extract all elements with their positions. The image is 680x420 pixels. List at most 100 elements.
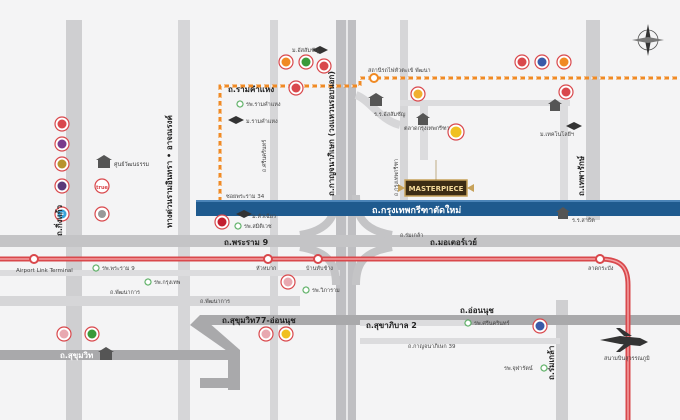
road-soi-mid	[420, 100, 428, 160]
pin-mall-tr-1[interactable]	[514, 54, 530, 70]
building-icon-5	[416, 113, 430, 125]
school-icon-1	[228, 116, 244, 124]
road-krungthep-kreetha-old	[400, 100, 570, 106]
road-label-patthanakan: ถ.พัฒนาการ	[200, 298, 230, 305]
road-kanchanaphisek39	[360, 338, 560, 344]
road-label-expressway: ทางด่วนรามอินทรา • อาจณรงค์	[164, 115, 174, 228]
pin-south-1[interactable]	[280, 274, 296, 290]
univ-ramkhamhaeng-label: ม.รามคำแหง	[246, 118, 278, 125]
pin-mall-tr-3[interactable]	[556, 54, 572, 70]
road-soi-north	[400, 20, 408, 200]
road-kingkaew	[66, 20, 82, 420]
school-icon-4	[236, 210, 252, 218]
road-theparak-north	[586, 20, 600, 220]
hospital-samitivej-label: รพ.สมิติเวช	[244, 223, 272, 230]
pin-south-6[interactable]	[532, 318, 548, 334]
pin-shop-yellow[interactable]	[447, 123, 465, 141]
pin-south-4[interactable]	[56, 326, 72, 342]
pin-brand-left[interactable]	[94, 206, 110, 222]
hospital-icon-vibharam	[302, 286, 310, 294]
pin-rama9-1[interactable]	[214, 214, 230, 230]
hospital-srinakarin-label: รพ.ศรีนครินทร์	[474, 320, 510, 327]
road-label-on-nut: ถ.อ่อนนุช	[460, 306, 494, 316]
road-sukhumvit-south	[200, 378, 240, 388]
krungthep-kreetha-market-label: ตลาดกรุงเทพกรีฑา	[404, 125, 450, 132]
station-lat-krabang[interactable]	[595, 254, 605, 264]
compass-icon	[632, 24, 664, 56]
road-label-sukhumvit: ถ.สุขุมวิท	[60, 351, 93, 361]
univ-hua-chiew-label: ม.หัวเฉียว	[252, 213, 276, 220]
road-label-soi34: ซอยพระราม 34	[226, 193, 265, 200]
culture-center-label: ศูนย์วัฒนธรรม	[114, 161, 150, 168]
station-label-train: สถานีรถไฟหัวตะเข้ พัฒนา	[368, 67, 431, 74]
true-brand-label: true	[96, 185, 108, 191]
pin-f-brand[interactable]	[54, 206, 70, 222]
hospital-icon-samitivej	[234, 222, 242, 230]
road-label-theparak: ถ.เทพารักษ์	[576, 155, 586, 196]
hospital-icon-ramkhamhaeng	[236, 100, 244, 108]
building-icon-2	[548, 99, 562, 111]
road-label-sukhaphiban2: ถ.สุขาภิบาล 2	[366, 321, 417, 331]
hospital-rama9-label: รพ.พระราม 9	[102, 266, 135, 272]
pin-ramkhamhaeng-3[interactable]	[316, 58, 332, 74]
road-label-rama9: ถ.พระราม 9	[224, 238, 269, 247]
road-kanchanaphisek-divider	[346, 20, 348, 420]
f-brand-label: F	[60, 212, 64, 219]
road-soi-east	[560, 100, 568, 210]
building-icon-4	[98, 347, 114, 360]
hospital-vibharam-label: รพ.วิภาราม	[312, 287, 340, 294]
road-label-kanchanaphisek39: ถ.กาญจนาภิเษก 39	[408, 343, 456, 350]
station-orange-east[interactable]	[369, 73, 379, 83]
hospital-chularat-label: รพ.จุฬารัตน์	[504, 365, 533, 372]
pin-school-north[interactable]	[410, 86, 426, 102]
road-srinakarin	[270, 20, 278, 420]
road-patthanakan	[0, 296, 300, 306]
road-rama9	[0, 235, 680, 247]
station-hua-mak[interactable]	[263, 254, 273, 264]
airplane-icon	[600, 328, 648, 352]
road-label-romklao: ถ.ร่มเกล้า	[546, 346, 556, 380]
pin-south-5[interactable]	[84, 326, 100, 342]
road-expressway-ramintra	[178, 20, 190, 420]
road-sukhumvit-bend	[228, 350, 240, 390]
pin-ramkhamhaeng-4[interactable]	[288, 80, 304, 96]
hospital-bangpakok-label: รพ.กรุงเทพ	[154, 280, 181, 286]
station-airport-link[interactable]	[29, 254, 39, 264]
hospital-icon-chularat	[540, 364, 548, 372]
univ-kmitl-label: ม.เทคโนโลยีฯ	[540, 130, 574, 138]
school-icon-3	[566, 122, 582, 130]
road-label-on-nut-77: ถ.สุขุมวิท77-อ่อนนุช	[222, 316, 296, 326]
pin-mall-tr-2[interactable]	[534, 54, 550, 70]
road-label-patthanakan2: ถ.พัฒนาการ	[110, 289, 140, 296]
airport-label: สนามบินสุวรรณภูมิ	[604, 355, 650, 362]
station-ban-thap-chang[interactable]	[313, 254, 323, 264]
pin-south-3[interactable]	[258, 326, 274, 342]
pin-ramkhamhaeng-1[interactable]	[278, 54, 294, 70]
building-icon-3	[556, 207, 570, 219]
pin-mall-tr-4[interactable]	[558, 84, 574, 100]
project-name: MASTERPIECE	[409, 185, 464, 193]
hospital-ramkhamhaeng-label: รพ.รามคำแหง	[246, 101, 281, 108]
pin-mall-2[interactable]	[54, 136, 70, 152]
pin-south-2[interactable]	[278, 326, 294, 342]
road-sukhumvit	[0, 350, 240, 360]
road-label-chalong-krung: ถ.ร่มเกล้า	[400, 232, 423, 239]
road-label-motorway: ถ.มอเตอร์เวย์	[430, 237, 477, 247]
pin-ramkhamhaeng-2[interactable]	[298, 54, 314, 70]
hospital-icon-bangpakok	[144, 278, 152, 286]
station-label-lat-krabang: ลาดกระบัง	[588, 265, 614, 272]
road-sukhaphiban2	[360, 320, 470, 326]
building-icon-1	[368, 93, 384, 106]
station-label-hua-mak: หัวหมาก	[256, 265, 276, 272]
school-assumption-label: ร.ร.อัสสัมชัญ	[374, 111, 406, 118]
pin-mall-1[interactable]	[54, 116, 70, 132]
pin-mall-4[interactable]	[54, 178, 70, 194]
project-marker[interactable]	[398, 160, 474, 197]
station-label-ban-thap-chang: บ้านทับช้าง	[306, 265, 333, 272]
road-label-ramkhamhaeng: ถ.รามคำแหง	[228, 85, 274, 94]
pin-true[interactable]	[94, 178, 110, 194]
school-satit-label: ร.ร.สาธิต	[572, 217, 595, 224]
pin-mall-3[interactable]	[54, 156, 70, 172]
